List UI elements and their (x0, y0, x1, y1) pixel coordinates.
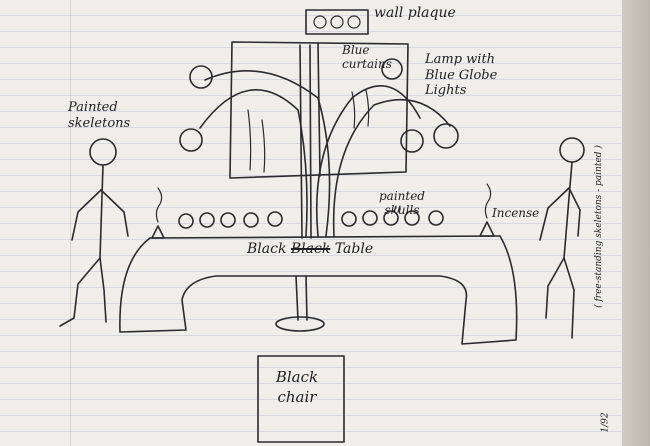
left-skeleton-sketch (59, 138, 129, 327)
curtains-sketch (229, 41, 409, 179)
lamp-label: Lamp with Blue Globe Lights (425, 52, 498, 99)
painted-skulls-label: painted skulls (378, 189, 425, 217)
table-label-word: Black (247, 241, 291, 257)
center-pole (299, 44, 312, 239)
wall-plaque-sketch (305, 9, 369, 35)
blue-curtains-label: Blue curtains (342, 43, 392, 71)
table-sketch (119, 235, 518, 345)
date-note-label: 1/92 (600, 412, 611, 433)
table-label-suffix: Table (330, 241, 374, 257)
incense-sketch (151, 183, 495, 239)
side-note-label: ( free-standing skeletons - painted ) (593, 145, 604, 308)
table-label-struck-word: Black (290, 241, 331, 257)
wall-plaque-label: wall plaque (374, 5, 456, 21)
chair-sketch (257, 355, 345, 443)
incense-label: Incense (492, 206, 540, 220)
black-table-label: Black Black Table (247, 242, 373, 256)
skulls-sketch (178, 205, 444, 229)
paper-edge (622, 0, 650, 446)
lamp-sketch (179, 58, 459, 237)
painted-skeletons-label: Painted skeletons (68, 100, 131, 131)
black-chair-label: Black chair (275, 368, 319, 406)
right-skeleton-sketch (539, 137, 585, 339)
